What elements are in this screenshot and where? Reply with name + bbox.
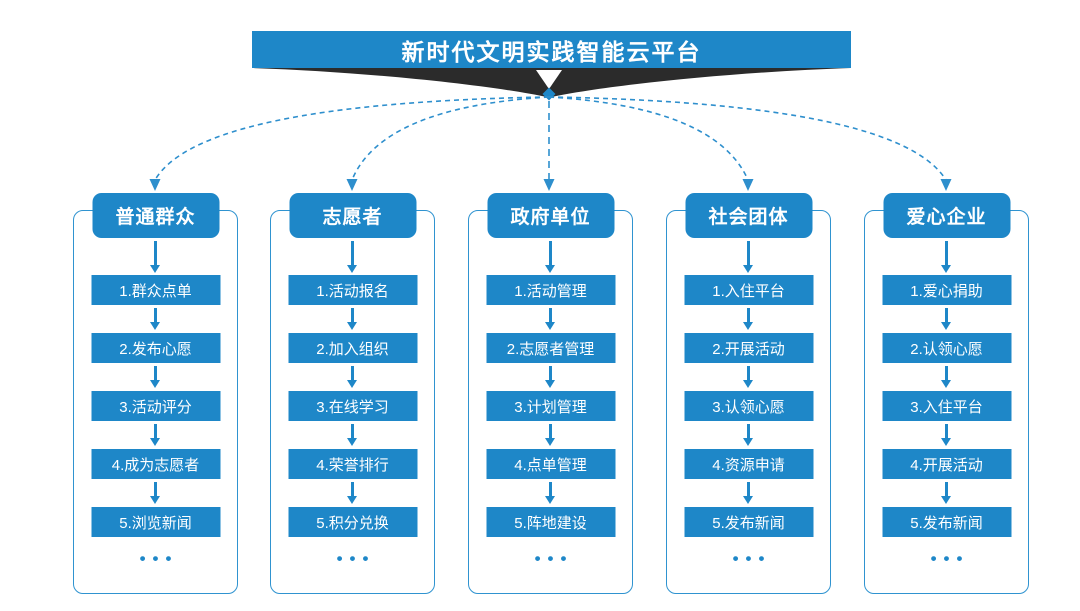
flow-step: 5.浏览新闻: [91, 507, 220, 537]
down-arrow-icon: [545, 424, 555, 446]
ellipsis-dots: •••: [139, 549, 179, 568]
down-arrow-icon: [150, 482, 160, 504]
flow-step: 3.在线学习: [288, 391, 417, 421]
column-government-units: 政府单位 1.活动管理 2.志愿者管理 3.计划管理 4.点单管理 5.阵地建设…: [468, 193, 633, 594]
flow-step: 1.群众点单: [91, 275, 220, 305]
flow-step: 4.荣誉排行: [288, 449, 417, 479]
down-arrow-icon: [743, 424, 753, 446]
down-arrow-icon: [743, 308, 753, 330]
flow-step: 3.计划管理: [486, 391, 615, 421]
down-arrow-icon: [941, 424, 951, 446]
dashed-link-col5: [548, 96, 947, 181]
arrowhead-col2: [346, 179, 358, 191]
down-arrow-icon: [743, 482, 753, 504]
column-header: 政府单位: [487, 193, 614, 238]
down-arrow-icon: [347, 424, 357, 446]
flow-step: 3.认领心愿: [684, 391, 813, 421]
column-header: 爱心企业: [883, 193, 1010, 238]
flow-step: 2.发布心愿: [91, 333, 220, 363]
down-arrow-icon: [545, 308, 555, 330]
flow-step: 2.开展活动: [684, 333, 813, 363]
down-arrow-icon: [743, 366, 753, 388]
flow-step: 5.积分兑换: [288, 507, 417, 537]
column-header: 普通群众: [92, 193, 219, 238]
column-volunteers: 志愿者 1.活动报名 2.加入组织 3.在线学习 4.荣誉排行 5.积分兑换 •…: [270, 193, 435, 594]
flow-step: 2.加入组织: [288, 333, 417, 363]
flow-step: 2.志愿者管理: [486, 333, 615, 363]
flow-step: 1.活动管理: [486, 275, 615, 305]
down-arrow-icon: [347, 366, 357, 388]
arrowhead-col4: [742, 179, 754, 191]
flow-step: 1.入住平台: [684, 275, 813, 305]
down-arrow-icon: [941, 366, 951, 388]
down-arrow-icon: [941, 241, 951, 273]
flow-step: 5.发布新闻: [882, 507, 1011, 537]
flow-step: 5.发布新闻: [684, 507, 813, 537]
down-arrow-icon: [545, 241, 555, 273]
flow-step: 4.成为志愿者: [91, 449, 220, 479]
down-arrow-icon: [150, 424, 160, 446]
ellipsis-dots: •••: [534, 549, 574, 568]
arrowhead-col5: [940, 179, 952, 191]
flow-step: 3.活动评分: [91, 391, 220, 421]
down-arrow-icon: [347, 482, 357, 504]
down-arrow-icon: [150, 308, 160, 330]
column-caring-enterprises: 爱心企业 1.爱心捐助 2.认领心愿 3.入住平台 4.开展活动 5.发布新闻 …: [864, 193, 1029, 594]
flow-step: 5.阵地建设: [486, 507, 615, 537]
platform-title-banner: 新时代文明实践智能云平台: [252, 31, 851, 68]
column-ordinary-public: 普通群众 1.群众点单 2.发布心愿 3.活动评分 4.成为志愿者 5.浏览新闻…: [73, 193, 238, 594]
down-arrow-icon: [347, 308, 357, 330]
column-social-groups: 社会团体 1.入住平台 2.开展活动 3.认领心愿 4.资源申请 5.发布新闻 …: [666, 193, 831, 594]
flow-step: 3.入住平台: [882, 391, 1011, 421]
arrowhead-col3: [543, 179, 555, 191]
ellipsis-dots: •••: [930, 549, 970, 568]
down-arrow-icon: [941, 308, 951, 330]
banner-down-arrow-icon: [536, 70, 562, 89]
dashed-link-col4: [548, 96, 749, 181]
down-arrow-icon: [545, 366, 555, 388]
flow-step: 4.点单管理: [486, 449, 615, 479]
flow-step: 1.爱心捐助: [882, 275, 1011, 305]
dashed-link-col2: [351, 96, 550, 181]
flow-step: 4.开展活动: [882, 449, 1011, 479]
column-header: 社会团体: [685, 193, 812, 238]
arrowhead-col1: [149, 179, 161, 191]
flow-step: 2.认领心愿: [882, 333, 1011, 363]
down-arrow-icon: [150, 241, 160, 273]
down-arrow-icon: [743, 241, 753, 273]
down-arrow-icon: [347, 241, 357, 273]
down-arrow-icon: [150, 366, 160, 388]
ellipsis-dots: •••: [336, 549, 376, 568]
ellipsis-dots: •••: [732, 549, 772, 568]
down-arrow-icon: [941, 482, 951, 504]
flow-step: 4.资源申请: [684, 449, 813, 479]
dashed-link-col1: [154, 96, 550, 181]
down-arrow-icon: [545, 482, 555, 504]
flow-step: 1.活动报名: [288, 275, 417, 305]
column-header: 志愿者: [289, 193, 416, 238]
